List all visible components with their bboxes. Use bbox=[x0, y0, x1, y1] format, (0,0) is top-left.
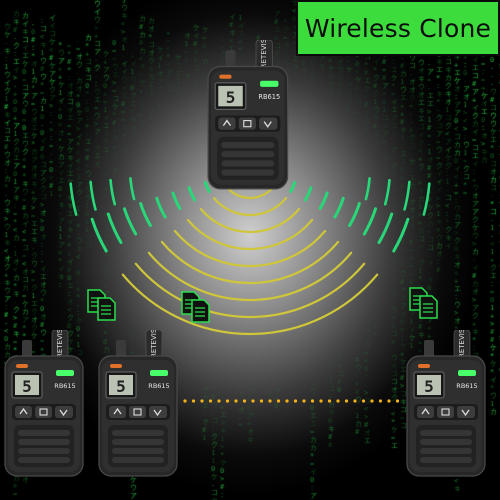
badge-title: Wireless Clone bbox=[304, 13, 492, 43]
model-label: RB615 bbox=[54, 382, 75, 390]
down-button[interactable] bbox=[55, 406, 73, 418]
signal-wave-arc bbox=[403, 180, 411, 211]
signal-wave-arc bbox=[109, 178, 117, 206]
signal-wave-arc bbox=[186, 218, 314, 251]
signal-wave-arc bbox=[362, 207, 378, 236]
signal-wave-arc bbox=[106, 212, 123, 244]
signal-wave-arc bbox=[155, 196, 167, 219]
signal-wave-arc bbox=[69, 182, 78, 216]
signal-wave-arc bbox=[121, 273, 379, 336]
signal-wave-arc bbox=[90, 217, 108, 253]
signal-wave-arc bbox=[303, 186, 313, 202]
signal-wave-arc bbox=[364, 177, 371, 201]
signal-wave-arc bbox=[318, 191, 329, 210]
signal-wave-arc bbox=[129, 177, 136, 201]
signal-wave-arc bbox=[134, 262, 366, 319]
signal-wave-arc bbox=[199, 208, 301, 234]
signal-wave-arc bbox=[203, 181, 211, 193]
down-button[interactable] bbox=[457, 406, 475, 418]
link-dot bbox=[336, 399, 340, 403]
brand-label: RETEVIS bbox=[150, 330, 158, 358]
link-dot bbox=[259, 399, 264, 403]
signal-wave-arc bbox=[89, 180, 97, 211]
up-button[interactable] bbox=[417, 406, 434, 418]
channel-display: 5 bbox=[116, 377, 126, 396]
signal-wave-arc bbox=[122, 207, 138, 236]
signal-wave-arc bbox=[147, 251, 353, 302]
signal-wave-arc bbox=[422, 182, 431, 216]
link-dot bbox=[191, 399, 196, 403]
up-button[interactable] bbox=[109, 406, 126, 418]
down-button[interactable] bbox=[149, 406, 167, 418]
document-copy-icon bbox=[409, 287, 438, 319]
signal-wave-arc bbox=[348, 202, 361, 227]
link-dot bbox=[378, 399, 383, 403]
link-dot bbox=[268, 399, 272, 403]
radio-target-3: RETEVIS 5 RB615 bbox=[404, 328, 488, 484]
model-label: RB615 bbox=[258, 93, 280, 101]
link-dot bbox=[327, 399, 332, 403]
signal-wave-arc bbox=[212, 197, 288, 217]
radio-target-2: RETEVIS 5 RB615 bbox=[96, 328, 180, 484]
link-dot bbox=[200, 399, 204, 403]
link-dot bbox=[276, 399, 281, 403]
link-dot bbox=[361, 399, 366, 403]
brand-label: RETEVIS bbox=[259, 40, 268, 69]
link-dot bbox=[242, 399, 247, 403]
link-dot bbox=[234, 399, 238, 403]
wireless-clone-badge: Wireless Clone bbox=[296, 0, 500, 56]
signal-wave-arc bbox=[289, 181, 297, 193]
brand-label: RETEVIS bbox=[458, 330, 466, 358]
link-dot bbox=[208, 399, 213, 403]
up-button[interactable] bbox=[15, 406, 32, 418]
model-label: RB615 bbox=[456, 382, 477, 390]
radio-target-1: RETEVIS 5 RB615 bbox=[2, 328, 86, 484]
signal-wave-arc bbox=[160, 240, 340, 285]
radio-source: RETEVIS 5 RB615 bbox=[205, 38, 291, 197]
signal-wave-arc bbox=[225, 186, 275, 200]
document-copy-icon bbox=[181, 291, 210, 323]
link-dot bbox=[310, 399, 315, 403]
channel-display: 5 bbox=[424, 377, 434, 396]
signal-wave-arc bbox=[377, 212, 394, 244]
link-dot bbox=[353, 399, 357, 403]
menu-button[interactable] bbox=[129, 406, 146, 418]
link-dot bbox=[293, 399, 298, 403]
signal-wave-arc bbox=[173, 229, 327, 268]
signal-wave-arc bbox=[171, 191, 182, 210]
link-dot bbox=[387, 399, 391, 403]
signal-wave-arc bbox=[333, 196, 345, 219]
link-dot bbox=[285, 399, 289, 403]
signal-wave-arc bbox=[392, 217, 410, 253]
link-dot bbox=[183, 399, 187, 403]
menu-button[interactable] bbox=[35, 406, 52, 418]
document-copy-icon bbox=[87, 289, 116, 321]
signal-wave-arc bbox=[187, 186, 197, 202]
link-dot bbox=[344, 399, 349, 403]
channel-display: 5 bbox=[226, 88, 236, 107]
link-dot bbox=[370, 399, 374, 403]
down-button[interactable] bbox=[259, 117, 278, 130]
up-button[interactable] bbox=[218, 117, 236, 130]
brand-label: RETEVIS bbox=[56, 330, 64, 358]
link-dot bbox=[225, 399, 230, 403]
menu-button[interactable] bbox=[437, 406, 454, 418]
signal-wave-arc bbox=[383, 178, 391, 206]
link-dot bbox=[251, 399, 255, 403]
signal-wave-arc bbox=[139, 202, 152, 227]
link-dot bbox=[217, 399, 221, 403]
link-dot bbox=[302, 399, 306, 403]
link-dot bbox=[395, 399, 400, 403]
model-label: RB615 bbox=[148, 382, 169, 390]
channel-display: 5 bbox=[22, 377, 32, 396]
link-dot bbox=[319, 399, 323, 403]
menu-button[interactable] bbox=[238, 117, 256, 130]
